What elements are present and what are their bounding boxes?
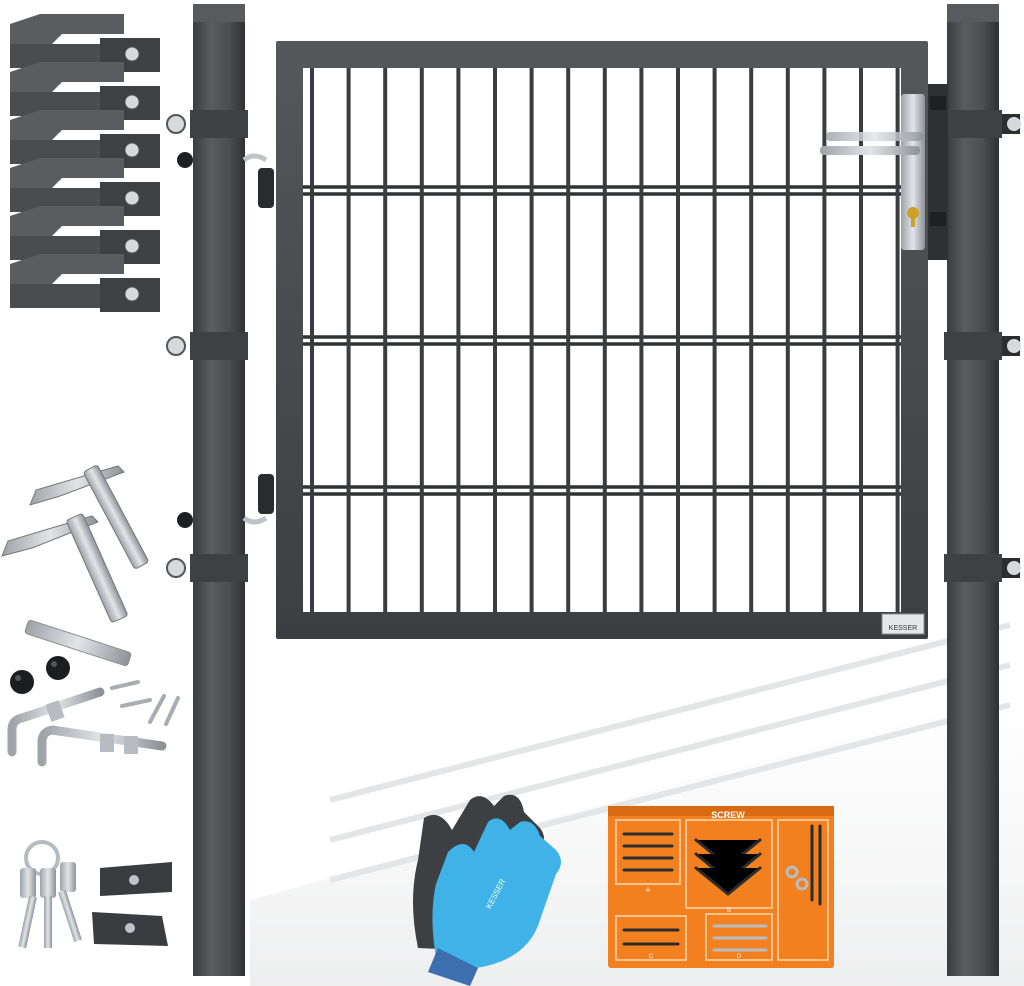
strike-plate [92,862,172,946]
brand-plate-text: KESSER [889,625,917,632]
bolt-icon [1002,114,1021,578]
key-set [18,840,82,949]
glove-icon: KESSER [413,794,561,986]
bolt-icon [166,114,186,578]
compartment-label: A [646,888,650,894]
lock-cylinder-icon [907,207,919,227]
gate-mesh [303,185,901,496]
left-post [166,4,248,976]
door-handle-icon [29,465,149,569]
gate-leaf: KESSER [242,41,948,639]
lock-box [820,84,948,260]
screw-box-title: SCREW [711,810,745,820]
gate-mesh-verticals [310,68,900,612]
brand-plate: KESSER [881,613,925,635]
right-post [944,4,1021,976]
door-handle-icon [1,513,128,623]
hinge-bolt-icon [242,153,274,525]
steel-rod [24,619,132,667]
screw-box-icon: SCREW A B [608,806,834,968]
door-handle-icon [820,132,924,155]
door-handle-set [1,465,149,623]
pin-icon [110,680,180,726]
key-icon [18,840,82,949]
compartment-label: C [649,954,654,960]
compartment-label: D [737,954,742,960]
compartment-label: B [727,908,731,914]
post-clamp-icon [10,62,160,120]
post-clamp-icon [10,254,160,312]
post-cap-icon [10,656,70,694]
post-clamp-icon [10,206,160,264]
post-clamp-stack [10,14,160,312]
hinge-bolt-icon [7,687,167,767]
